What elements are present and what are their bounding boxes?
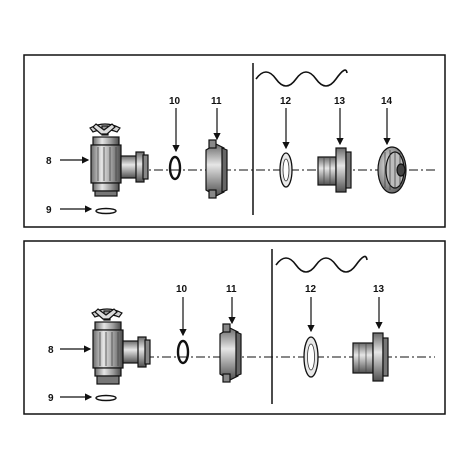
label-9: 9 bbox=[46, 205, 52, 216]
valve-assembly-part-8 bbox=[89, 123, 149, 197]
strainer-cover-part-14 bbox=[377, 146, 407, 194]
label-11: 11 bbox=[211, 96, 222, 107]
fitting-part-13 bbox=[352, 332, 389, 382]
o-ring-part-10 bbox=[176, 339, 190, 365]
panel-1-frame bbox=[23, 54, 446, 228]
label-12: 12 bbox=[305, 284, 317, 295]
lock-nut-part-11 bbox=[219, 323, 242, 383]
label-11: 11 bbox=[226, 284, 237, 295]
water-level-wave-icon bbox=[275, 255, 368, 273]
o-ring-part-10 bbox=[168, 155, 182, 181]
gasket-part-12-hole bbox=[282, 158, 290, 182]
fitting-part-13 bbox=[317, 147, 352, 193]
gasket-part-12-hole bbox=[307, 343, 315, 371]
label-8: 8 bbox=[46, 156, 52, 167]
label-10: 10 bbox=[176, 284, 188, 295]
panel-1: 8 9 10 11 12 13 14 bbox=[23, 54, 446, 228]
water-level-wave-icon bbox=[255, 69, 348, 87]
label-13: 13 bbox=[373, 284, 385, 295]
label-10: 10 bbox=[169, 96, 181, 107]
label-9: 9 bbox=[48, 393, 54, 404]
label-13: 13 bbox=[334, 96, 346, 107]
o-ring-part-9 bbox=[95, 207, 117, 215]
panel-2: 8 9 10 11 12 13 bbox=[23, 240, 446, 415]
valve-assembly-part-8 bbox=[91, 308, 151, 385]
label-12: 12 bbox=[280, 96, 292, 107]
panel-2-frame bbox=[23, 240, 446, 415]
o-ring-part-9 bbox=[95, 394, 117, 402]
label-8: 8 bbox=[48, 345, 54, 356]
lock-nut-part-11 bbox=[205, 139, 228, 199]
label-14: 14 bbox=[381, 96, 393, 107]
